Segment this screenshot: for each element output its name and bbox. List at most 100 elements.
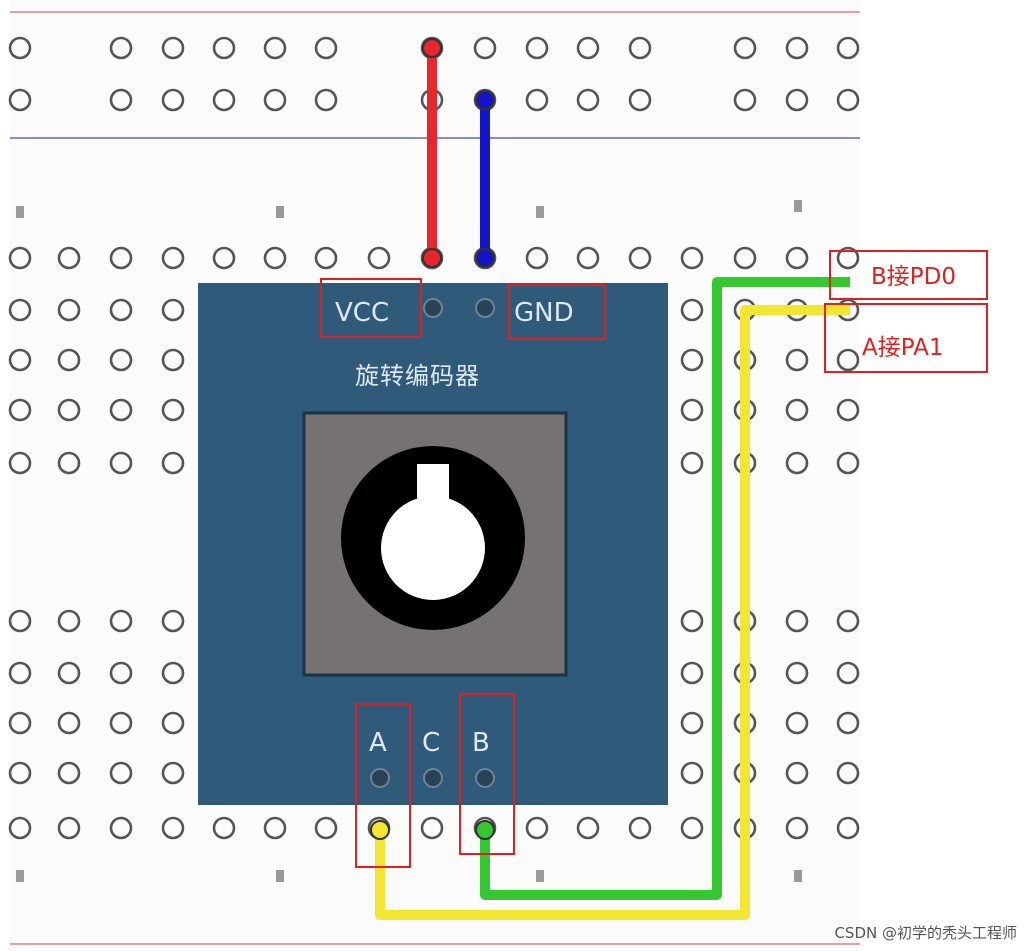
pin-label-gnd: GND bbox=[514, 298, 574, 328]
column-mark bbox=[16, 870, 24, 882]
hole bbox=[8, 246, 32, 270]
wire-endpoint bbox=[370, 820, 390, 840]
hole bbox=[109, 816, 133, 840]
hole bbox=[263, 36, 287, 60]
hole bbox=[628, 88, 652, 112]
hole bbox=[161, 451, 185, 475]
hole bbox=[525, 246, 549, 270]
column-marks bbox=[16, 200, 802, 882]
hole bbox=[57, 661, 81, 685]
hole bbox=[836, 398, 860, 422]
highlight-gnd-box bbox=[508, 284, 606, 340]
column-mark bbox=[276, 206, 284, 218]
hole bbox=[57, 711, 81, 735]
hole bbox=[785, 711, 809, 735]
watermark: CSDN @初学的秃头工程师 bbox=[834, 924, 1017, 942]
hole bbox=[785, 816, 809, 840]
hole bbox=[836, 711, 860, 735]
hole bbox=[57, 609, 81, 633]
hole bbox=[8, 36, 32, 60]
hole bbox=[733, 88, 757, 112]
wire-endpoint bbox=[422, 38, 442, 58]
column-mark bbox=[794, 200, 802, 212]
hole bbox=[57, 348, 81, 372]
hole bbox=[161, 661, 185, 685]
hole bbox=[57, 761, 81, 785]
hole bbox=[836, 609, 860, 633]
hole bbox=[8, 711, 32, 735]
hole bbox=[836, 661, 860, 685]
hole bbox=[161, 246, 185, 270]
hole bbox=[8, 298, 32, 322]
hole bbox=[109, 661, 133, 685]
module-pin bbox=[475, 298, 495, 318]
pin-label-a: A bbox=[369, 728, 387, 758]
hole bbox=[109, 36, 133, 60]
column-mark bbox=[794, 870, 802, 882]
wires bbox=[370, 38, 850, 920]
hole bbox=[680, 398, 704, 422]
hole bbox=[576, 246, 600, 270]
annotation-a-text: A接PA1 bbox=[862, 335, 944, 361]
module-pin bbox=[423, 298, 443, 318]
hole bbox=[733, 246, 757, 270]
module-pin bbox=[370, 768, 390, 788]
hole bbox=[109, 246, 133, 270]
hole bbox=[785, 246, 809, 270]
hole bbox=[680, 661, 704, 685]
hole bbox=[733, 36, 757, 60]
hole bbox=[263, 246, 287, 270]
highlight-vcc-box bbox=[320, 278, 422, 338]
hole bbox=[628, 246, 652, 270]
hole bbox=[314, 88, 338, 112]
hole bbox=[212, 36, 236, 60]
hole bbox=[109, 298, 133, 322]
hole bbox=[57, 816, 81, 840]
rotary-encoder-module bbox=[198, 283, 668, 805]
module-pin bbox=[423, 768, 443, 788]
hole bbox=[212, 816, 236, 840]
hole bbox=[680, 761, 704, 785]
hole bbox=[8, 451, 32, 475]
hole bbox=[212, 88, 236, 112]
hole bbox=[785, 451, 809, 475]
column-mark bbox=[536, 206, 544, 218]
hole bbox=[212, 246, 236, 270]
hole bbox=[109, 761, 133, 785]
hole bbox=[680, 246, 704, 270]
annotation-b-text: B接PD0 bbox=[871, 264, 956, 290]
column-mark bbox=[276, 870, 284, 882]
hole bbox=[680, 298, 704, 322]
hole bbox=[263, 88, 287, 112]
hole bbox=[8, 348, 32, 372]
hole bbox=[785, 88, 809, 112]
wire-endpoint bbox=[475, 820, 495, 840]
hole bbox=[161, 609, 185, 633]
hole bbox=[57, 298, 81, 322]
hole bbox=[161, 711, 185, 735]
hole bbox=[576, 88, 600, 112]
hole bbox=[57, 246, 81, 270]
hole bbox=[57, 451, 81, 475]
hole bbox=[161, 298, 185, 322]
hole bbox=[8, 398, 32, 422]
hole bbox=[367, 246, 391, 270]
hole bbox=[314, 246, 338, 270]
hole bbox=[8, 88, 32, 112]
hole bbox=[628, 816, 652, 840]
module-title: 旋转编码器 bbox=[355, 362, 480, 390]
hole bbox=[785, 609, 809, 633]
pin-label-c: C bbox=[422, 728, 441, 758]
highlight-pin-b-box bbox=[459, 693, 515, 855]
hole bbox=[680, 348, 704, 372]
pin-label-b: B bbox=[472, 728, 490, 758]
hole bbox=[836, 451, 860, 475]
hole bbox=[420, 816, 444, 840]
hole bbox=[836, 88, 860, 112]
hole bbox=[680, 816, 704, 840]
hole bbox=[263, 816, 287, 840]
knob-center bbox=[381, 496, 485, 600]
hole bbox=[109, 88, 133, 112]
wire-signal-b bbox=[480, 277, 850, 900]
hole bbox=[161, 816, 185, 840]
